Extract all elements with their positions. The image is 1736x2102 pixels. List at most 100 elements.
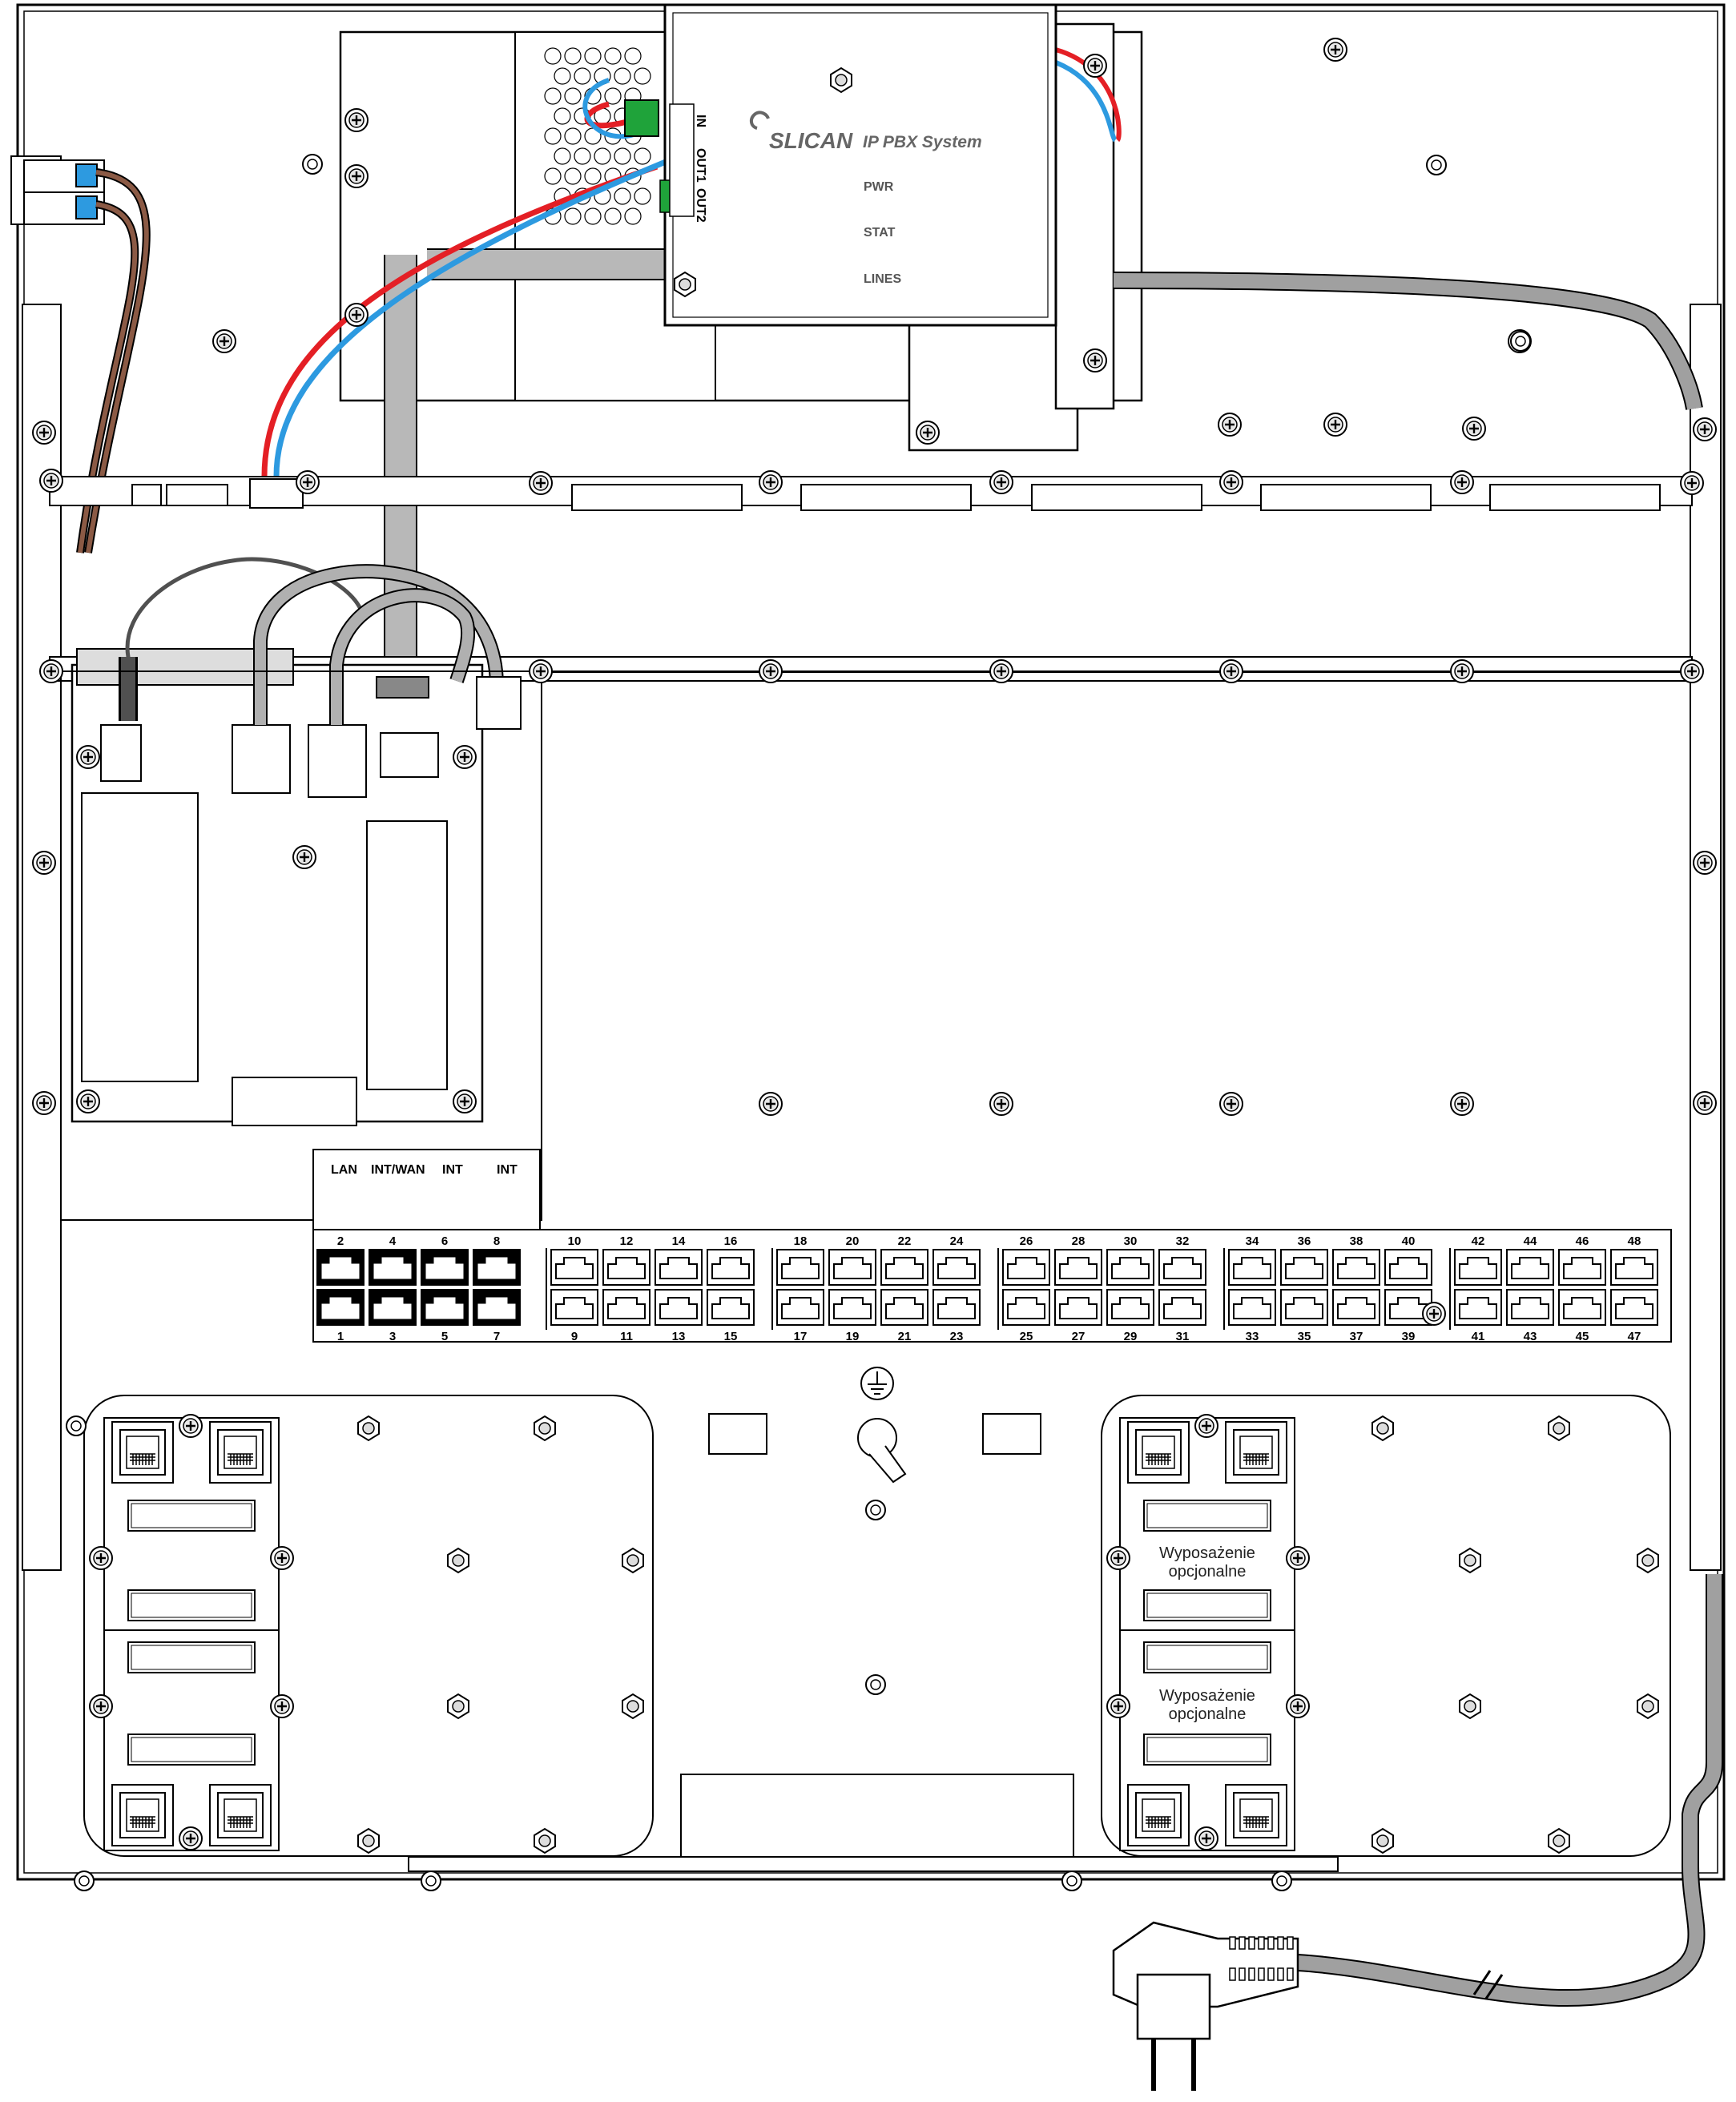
ground-symbol-icon <box>860 1367 894 1400</box>
port-number-top: 46 <box>1576 1234 1589 1248</box>
rj45-port[interactable] <box>1506 1249 1554 1286</box>
screw-icon <box>528 470 554 496</box>
hex-nut-icon <box>1637 1693 1659 1719</box>
port-number-bottom: 29 <box>1124 1330 1138 1343</box>
rj45-port[interactable] <box>880 1249 928 1286</box>
rj45-port[interactable] <box>1002 1249 1050 1286</box>
port-number-bottom: 31 <box>1176 1330 1190 1343</box>
screw-icon <box>1194 1413 1219 1439</box>
idc-connector <box>127 1734 256 1766</box>
rj45-port[interactable] <box>1558 1289 1606 1326</box>
rj45-port[interactable] <box>1332 1249 1380 1286</box>
rj45-port[interactable] <box>932 1289 981 1326</box>
screw-icon <box>1285 1545 1311 1571</box>
mounting-hole-icon <box>302 154 323 175</box>
rj45-port[interactable] <box>655 1249 703 1286</box>
rj45-port[interactable] <box>1054 1289 1102 1326</box>
port-number-bottom: 45 <box>1576 1330 1589 1343</box>
rj45-port[interactable] <box>776 1249 824 1286</box>
rj45-socket-icon[interactable] <box>1127 1784 1190 1846</box>
rj45-socket-icon[interactable] <box>209 1421 272 1484</box>
mounting-hole-icon <box>1510 331 1531 352</box>
rj45-port[interactable] <box>1332 1289 1380 1326</box>
rj45-port[interactable] <box>828 1289 876 1326</box>
rj45-port[interactable] <box>1158 1289 1206 1326</box>
rj45-port[interactable] <box>707 1289 755 1326</box>
rj45-port[interactable] <box>550 1249 598 1286</box>
screw-icon <box>1692 417 1718 442</box>
hex-nut-icon <box>357 1828 380 1854</box>
port-number-bottom: 21 <box>898 1330 912 1343</box>
rj45-port[interactable] <box>1002 1289 1050 1326</box>
rj45-port[interactable] <box>828 1249 876 1286</box>
rj45-port[interactable] <box>776 1289 824 1326</box>
idc-connector <box>1143 1734 1271 1766</box>
dc-wire-blue <box>273 149 691 477</box>
hex-nut-icon <box>830 67 852 93</box>
rj45-port[interactable] <box>316 1249 365 1286</box>
screw-icon <box>31 1090 57 1116</box>
port-number-top: 40 <box>1402 1234 1416 1248</box>
rj45-port[interactable] <box>421 1289 469 1326</box>
rj45-port[interactable] <box>1228 1249 1276 1286</box>
port-number-bottom: 5 <box>441 1330 448 1343</box>
port-number-bottom: 47 <box>1628 1330 1641 1343</box>
rj45-port[interactable] <box>1384 1249 1432 1286</box>
port-label-int-2: INT <box>497 1163 518 1177</box>
rj45-port[interactable] <box>1506 1289 1554 1326</box>
rj45-port[interactable] <box>1280 1249 1328 1286</box>
rj45-port[interactable] <box>1106 1289 1154 1326</box>
rj45-port[interactable] <box>707 1249 755 1286</box>
rj45-port[interactable] <box>1054 1249 1102 1286</box>
port-number-bottom: 9 <box>571 1330 578 1343</box>
rj45-port[interactable] <box>421 1249 469 1286</box>
rj45-socket-icon[interactable] <box>111 1421 174 1484</box>
hex-nut-icon <box>357 1415 380 1441</box>
rj45-port[interactable] <box>1228 1289 1276 1326</box>
mounting-hole-icon <box>421 1870 441 1891</box>
slican-logo-icon <box>750 111 770 130</box>
rj45-port[interactable] <box>932 1249 981 1286</box>
port-number-bottom: 27 <box>1072 1330 1086 1343</box>
port-number-top: 24 <box>950 1234 964 1248</box>
hex-nut-icon <box>534 1828 556 1854</box>
rj45-port[interactable] <box>473 1289 521 1326</box>
psu-system-title: IP PBX System <box>863 133 982 151</box>
rj45-port[interactable] <box>1454 1249 1502 1286</box>
rj45-socket-icon[interactable] <box>1127 1421 1190 1484</box>
rj45-port[interactable] <box>1558 1249 1606 1286</box>
rj45-socket-icon[interactable] <box>111 1784 174 1846</box>
rj45-port[interactable] <box>1610 1249 1658 1286</box>
rj45-port[interactable] <box>655 1289 703 1326</box>
rj45-port[interactable] <box>316 1289 365 1326</box>
rj45-port[interactable] <box>1158 1249 1206 1286</box>
rj45-port[interactable] <box>369 1249 417 1286</box>
rj45-socket-icon[interactable] <box>1225 1421 1287 1484</box>
led-stat-label: STAT <box>864 226 896 240</box>
rj45-port[interactable] <box>880 1289 928 1326</box>
port-number-bottom: 43 <box>1524 1330 1537 1343</box>
rj45-port[interactable] <box>369 1289 417 1326</box>
port-number-top: 16 <box>724 1234 738 1248</box>
screw-icon <box>452 744 477 770</box>
hex-nut-icon <box>534 1415 556 1441</box>
vent-hole <box>634 67 651 85</box>
rj45-port[interactable] <box>1106 1249 1154 1286</box>
screw-icon <box>1323 37 1348 62</box>
rj45-port[interactable] <box>602 1289 650 1326</box>
led-pwr-label: PWR <box>864 180 894 194</box>
screw-icon <box>344 302 369 328</box>
rj45-port[interactable] <box>602 1249 650 1286</box>
rj45-socket-icon[interactable] <box>209 1784 272 1846</box>
rj45-port[interactable] <box>1454 1289 1502 1326</box>
power-inlet <box>10 155 105 225</box>
switch-panel <box>312 1229 1672 1343</box>
rj45-port[interactable] <box>473 1249 521 1286</box>
grey-cable-top <box>1113 273 1702 410</box>
port-number-top: 38 <box>1350 1234 1363 1248</box>
rj45-port[interactable] <box>1280 1289 1328 1326</box>
rj45-socket-icon[interactable] <box>1225 1784 1287 1846</box>
rj45-port[interactable] <box>550 1289 598 1326</box>
rj45-port[interactable] <box>1610 1289 1658 1326</box>
